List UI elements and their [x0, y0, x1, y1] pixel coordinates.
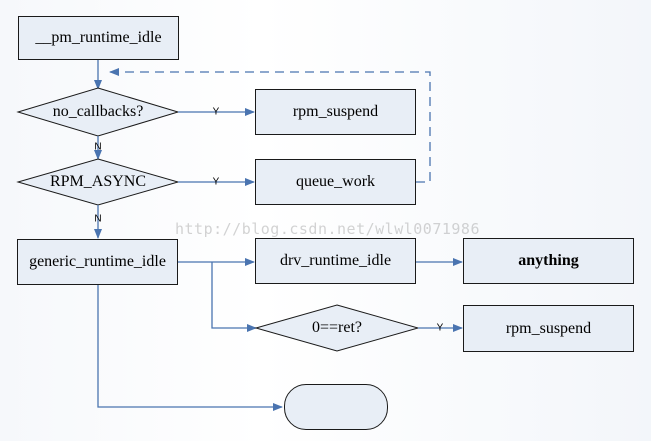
node-rpm-suspend-top: rpm_suspend: [255, 89, 416, 135]
edge-generic-to-retcheck: [211, 262, 257, 332]
edge-label-rpmasync-no: N: [94, 213, 102, 225]
diamond-label-no-callbacks: no_callbacks?: [52, 103, 144, 120]
edge-label-rpmasync-yes: Y: [212, 176, 220, 188]
node-generic-runtime-idle: generic_runtime_idle: [17, 239, 178, 285]
diamond-ret-check: [254, 304, 420, 352]
edge-queuework-loop: [109, 68, 431, 183]
edge-generic-to-end: [97, 285, 283, 411]
edge-label-nocallbacks-no: N: [94, 141, 102, 153]
node-anything: anything: [463, 238, 634, 284]
edge-label-ret-yes: Y: [436, 322, 444, 334]
node-pm-runtime-idle: __pm_runtime_idle: [18, 16, 179, 60]
node-drv-runtime-idle: drv_runtime_idle: [255, 238, 416, 284]
node-queue-work: queue_work: [255, 159, 416, 205]
node-end-terminator: [284, 384, 388, 430]
diamond-label-rpm-async: RPM_ASYNC: [49, 173, 147, 190]
edge-label-nocallbacks-yes: Y: [212, 106, 220, 118]
diamond-label-ret-check: 0==ret?: [311, 319, 363, 336]
watermark-url: http://blog.csdn.net/wlwl0071986: [175, 220, 480, 238]
node-rpm-suspend-bottom: rpm_suspend: [463, 305, 634, 352]
